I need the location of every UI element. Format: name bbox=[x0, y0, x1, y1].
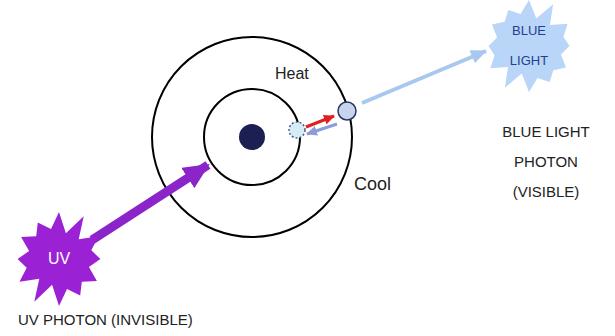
burst-text: UV bbox=[29, 249, 89, 269]
starburst-outline bbox=[482, 3, 576, 89]
uv-arrow bbox=[92, 165, 208, 240]
starburst-fill bbox=[489, 0, 570, 92]
heat-label: Heat bbox=[274, 64, 310, 83]
cool-label: Cool bbox=[354, 174, 404, 195]
photon-label: UV PHOTON (INVISIBLE) bbox=[18, 311, 248, 329]
emission-arrow bbox=[362, 51, 486, 103]
burst-text: BLUE LIGHT bbox=[506, 16, 552, 76]
excited-electron bbox=[338, 102, 356, 120]
cool-arrow bbox=[307, 124, 337, 134]
uv-starburst: UV bbox=[12, 212, 106, 306]
blue-light-starburst: BLUE LIGHT bbox=[482, 3, 576, 89]
nucleus bbox=[239, 124, 265, 150]
photon-label: BLUE LIGHT PHOTON (VISIBLE) bbox=[494, 117, 598, 207]
starburst-fill bbox=[18, 212, 101, 306]
outer-orbit bbox=[152, 37, 352, 237]
ground-electron bbox=[289, 122, 305, 138]
inner-orbit bbox=[204, 89, 300, 185]
